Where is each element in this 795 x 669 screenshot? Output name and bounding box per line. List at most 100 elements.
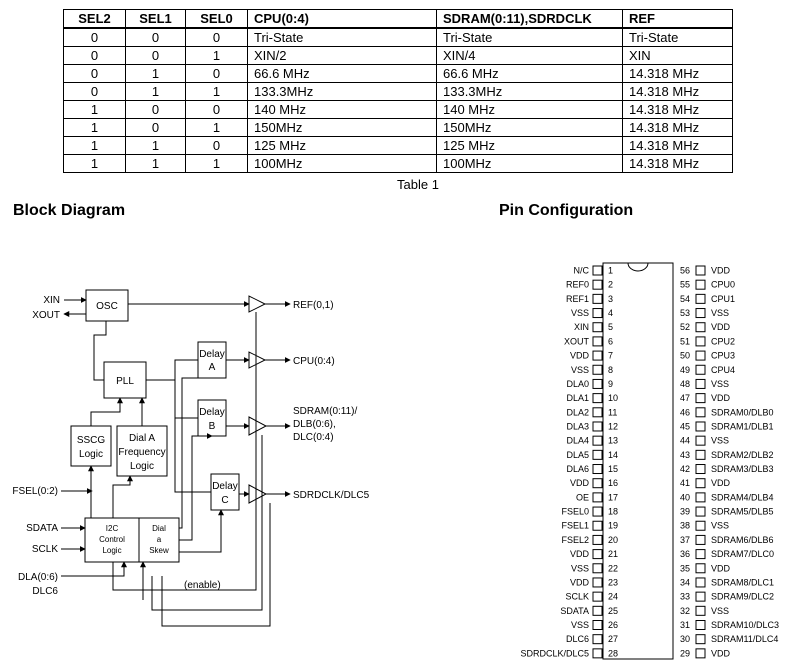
pin-name: VSS [571, 365, 589, 375]
pin-number: 54 [680, 294, 690, 304]
pin-name: VSS [711, 308, 729, 318]
xin-label: XIN [43, 295, 60, 306]
pin-number: 25 [608, 606, 618, 616]
ref-buffer [248, 295, 267, 313]
table-cell: 66.6 MHz [436, 64, 623, 83]
pin-pad [592, 634, 603, 645]
sdata-label: SDATA [26, 523, 58, 534]
pin-pad [695, 336, 706, 347]
pin-number: 42 [680, 464, 690, 474]
pin-number: 56 [680, 266, 690, 276]
pin-name: CPU4 [711, 365, 735, 375]
pin-pad [695, 449, 706, 460]
pin-pad [695, 350, 706, 361]
pin-pad [695, 506, 706, 517]
pin-pad [592, 464, 603, 475]
pin-number: 19 [608, 521, 618, 531]
pin-name: DLA1 [566, 393, 589, 403]
sdram-output-label: SDRAM(0:11)/ [293, 406, 357, 417]
delay-b-label: Delay [199, 407, 225, 418]
pin-pad [695, 464, 706, 475]
pin-name: VDD [570, 549, 590, 559]
pin-name: VDD [570, 577, 590, 587]
pin-number: 44 [680, 436, 690, 446]
pin-pad [592, 364, 603, 375]
pin-number: 16 [608, 478, 618, 488]
enable-label: (enable) [184, 580, 221, 591]
osc-label: OSC [96, 301, 118, 312]
pin-pad [592, 308, 603, 319]
pin-name: SDRDCLK/DLC5 [520, 648, 589, 658]
header-sdram: SDRAM(0:11),SDRDCLK [436, 9, 623, 29]
pin-number: 51 [680, 336, 690, 346]
header-ref: REF [622, 9, 733, 29]
pin-name: SDRAM8/DLC1 [711, 577, 774, 587]
pin-name: SDRAM4/DLB4 [711, 492, 774, 502]
pin-number: 23 [608, 577, 618, 587]
delay-b-letter: B [209, 421, 216, 432]
pin-number: 11 [608, 407, 617, 417]
table-cell: 100MHz [247, 154, 437, 173]
pin-name: SDRAM10/DLC3 [711, 620, 779, 630]
pin-pad [695, 393, 706, 404]
pin-name: VSS [711, 379, 729, 389]
pin-number: 20 [608, 535, 618, 545]
pin-pad [592, 265, 603, 276]
pin-number: 17 [608, 492, 618, 502]
pin-pad [695, 634, 706, 645]
pin-configuration-title: Pin Configuration [499, 202, 634, 219]
pin-number: 50 [680, 351, 690, 361]
pin-name: SDRAM5/DLB5 [711, 507, 774, 517]
pin-name: OE [576, 492, 589, 502]
skew-label: Skew [149, 546, 169, 555]
pin-pad [592, 620, 603, 630]
i2c-control-label: Control [99, 535, 125, 544]
pin-number: 52 [680, 322, 690, 332]
pin-name: DLA6 [566, 464, 589, 474]
table-cell: 14.318 MHz [622, 100, 733, 119]
sscg-label: SSCG [77, 435, 106, 446]
table-header-row: SEL2 SEL1 SEL0 CPU(0:4) SDRAM(0:11),SDRD… [63, 9, 733, 29]
pin-pad [592, 378, 603, 389]
pin-number: 36 [680, 549, 690, 559]
dla-label: DLA(0:6) [18, 572, 58, 583]
header-sel0: SEL0 [185, 9, 248, 29]
pin-name: VSS [711, 521, 729, 531]
pin-name: XIN [574, 322, 589, 332]
pin-name: CPU2 [711, 336, 735, 346]
pin-pad [695, 577, 706, 588]
dlb-output-label: DLB(0:6), [293, 419, 336, 430]
pin-number: 2 [608, 280, 613, 290]
delay-c-label: Delay [212, 481, 238, 492]
pin-pad [695, 563, 706, 574]
dlc6-label: DLC6 [32, 586, 58, 597]
pin-name: DLA3 [566, 421, 589, 431]
skew-a-label: a [157, 535, 162, 544]
sclk-label: SCLK [32, 544, 58, 555]
pin-name: VSS [571, 620, 589, 630]
block-diagram [61, 289, 291, 627]
table-cell: 125 MHz [247, 136, 437, 155]
i2c-label: I2C [106, 524, 119, 533]
pin-number: 13 [608, 436, 618, 446]
pin-name: N/C [574, 266, 590, 276]
sscg-logic-block [70, 425, 112, 467]
pin-number: 12 [608, 421, 618, 431]
pin-number: 33 [680, 592, 690, 602]
pin-number: 45 [680, 421, 690, 431]
cpu-output-label: CPU(0:4) [293, 356, 335, 367]
pin-name: SDRAM0/DLB0 [711, 407, 774, 417]
pin-name: REF1 [566, 294, 589, 304]
pin-name: VDD [711, 478, 731, 488]
dial-logic-label: Logic [130, 461, 154, 472]
pin-number: 32 [680, 606, 690, 616]
pin-pad [592, 279, 603, 290]
pin-name: VDD [570, 478, 590, 488]
pin-number: 41 [680, 478, 690, 488]
pin-number: 47 [680, 393, 690, 403]
pin-pad [695, 591, 706, 602]
pin-name: FSEL0 [561, 507, 589, 517]
delay-a-label: Delay [199, 349, 225, 360]
